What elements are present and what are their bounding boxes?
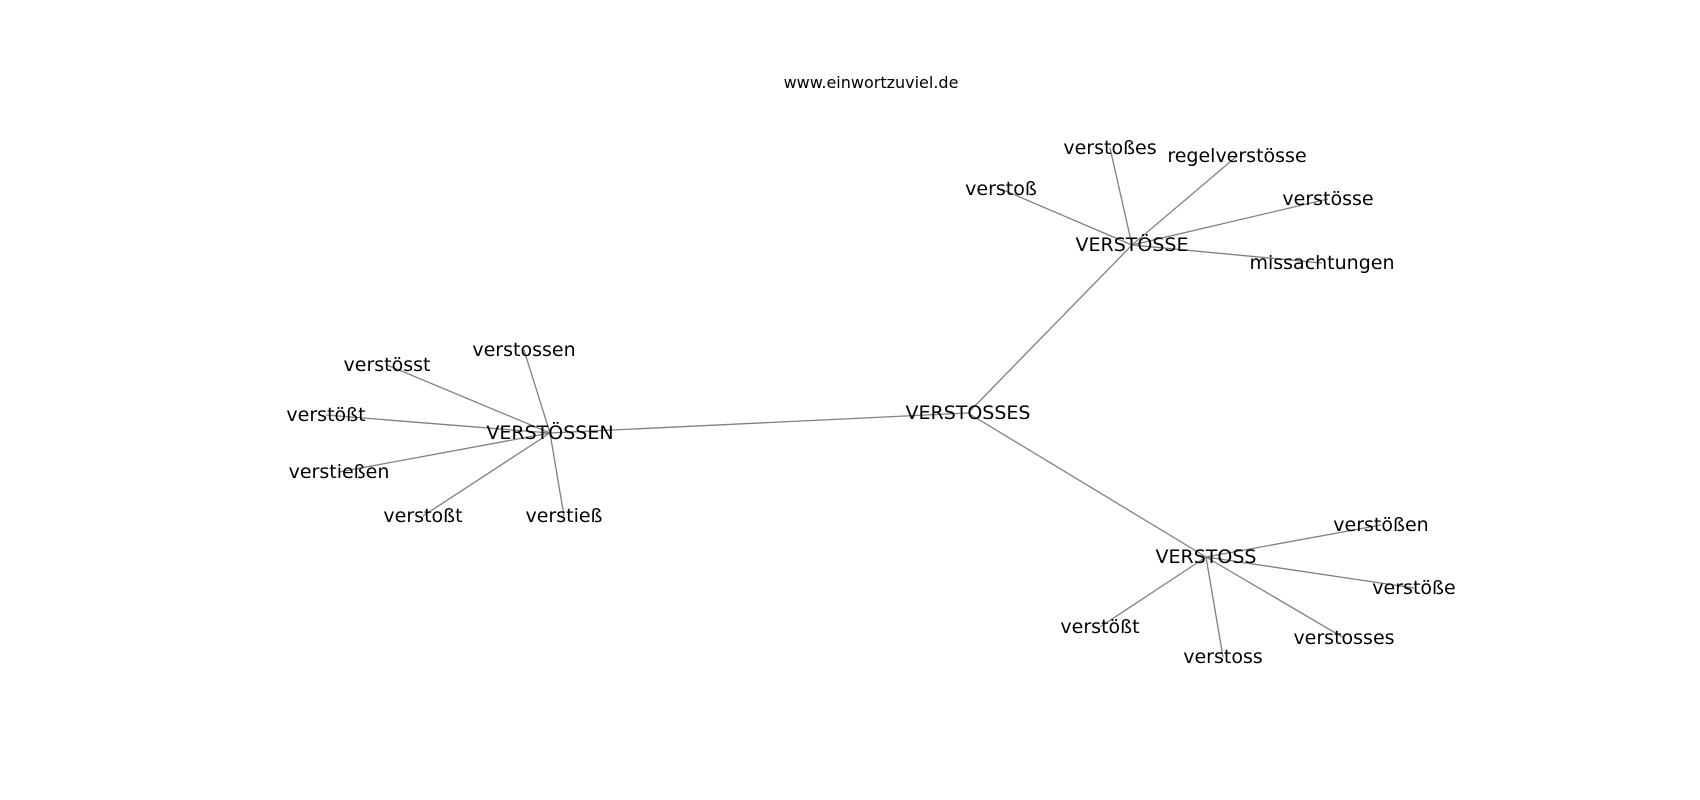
node-label: verstießen: [289, 461, 390, 483]
edge: [1205, 556, 1415, 589]
node-label: missachtungen: [1249, 252, 1394, 274]
edge: [1131, 198, 1329, 246]
node-label: regelverstösse: [1167, 145, 1306, 167]
edge: [1205, 556, 1345, 639]
node-label: verstosses: [1293, 627, 1394, 649]
edges-layer: [325, 147, 1415, 658]
edge: [549, 412, 969, 434]
node-label: verstösse: [1282, 188, 1373, 210]
edge: [523, 349, 551, 434]
node-label: verstoss: [1183, 646, 1263, 668]
node-label: verstößt: [286, 404, 365, 426]
node-label: verstoßt: [383, 505, 462, 527]
edge: [325, 414, 551, 434]
node-label: verstößen: [1333, 514, 1428, 536]
edge: [1000, 188, 1133, 246]
node-label: verstossen: [472, 339, 575, 361]
node-label: verstoßes: [1063, 137, 1156, 159]
edge: [1205, 556, 1224, 658]
edge: [386, 364, 551, 434]
edge: [1109, 147, 1133, 246]
edge: [1099, 556, 1207, 628]
edge: [1205, 524, 1382, 558]
node-label: verstieß: [525, 505, 602, 527]
edge: [338, 432, 551, 473]
node-label: VERSTOSS: [1156, 546, 1257, 568]
edge: [549, 432, 565, 517]
node-label: verstösst: [344, 354, 431, 376]
nodes-layer: VERSTOSSES VERSTÖSSE VERSTÖSSEN VERSTOSS ver…: [286, 137, 1455, 668]
node-label: VERSTÖSSE: [1076, 233, 1189, 256]
edge: [967, 412, 1207, 558]
node-label: verstöße: [1372, 577, 1455, 599]
edge: [422, 432, 551, 517]
node-label: VERSTÖSSEN: [486, 421, 613, 444]
edge: [967, 244, 1133, 414]
node-label: verstoß: [965, 178, 1037, 200]
edge: [1131, 244, 1323, 264]
node-label: VERSTOSSES: [905, 402, 1030, 424]
source-url: www.einwortzuviel.de: [784, 73, 959, 92]
edge: [1131, 155, 1238, 246]
node-label: verstößt: [1060, 616, 1139, 638]
